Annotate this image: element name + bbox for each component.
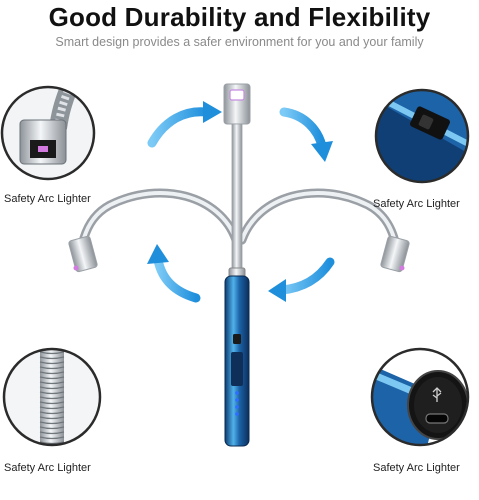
battery-led (235, 405, 239, 409)
coil-ridge (39, 366, 65, 370)
rotate-arrow-bottom-right (268, 257, 335, 302)
coil-ridge (39, 376, 65, 380)
coil-ridge (39, 416, 65, 420)
battery-led (235, 398, 239, 402)
coil-ridge (39, 351, 65, 355)
battery-led (235, 412, 239, 416)
coil-ridge (39, 401, 65, 405)
flexible-neck (231, 123, 243, 273)
callout-switch (374, 88, 470, 184)
coil-ridge (39, 381, 65, 385)
coil-ridge (39, 406, 65, 410)
battery-led (235, 391, 239, 395)
rotate-arrow-top-right (279, 107, 333, 162)
power-switch-icon (233, 334, 241, 344)
caption-switch: Safety Arc Lighter (373, 198, 460, 210)
usb-icon (432, 387, 442, 402)
callout-arc-head (0, 85, 96, 181)
subheadline: Smart design provides a safer environmen… (55, 35, 424, 49)
headline: Good Durability and Flexibility (48, 2, 431, 32)
coil-ridge (39, 361, 65, 365)
bent-neck-left (68, 188, 241, 273)
trigger-button (231, 352, 243, 386)
bent-neck-right (237, 188, 410, 273)
coil-ridge (39, 441, 65, 445)
coil-ridge (39, 431, 65, 435)
caption-arc-head: Safety Arc Lighter (4, 193, 91, 205)
caption-usb-port: Safety Arc Lighter (373, 462, 460, 474)
coil-ridge (39, 426, 65, 430)
coil-ridge (39, 391, 65, 395)
callout-usb-port (370, 347, 470, 447)
usb-c-port (425, 413, 449, 424)
coil-ridge (39, 396, 65, 400)
caption-flexible-neck: Safety Arc Lighter (4, 462, 91, 474)
battery-indicator (235, 391, 239, 416)
rotate-arrow-top-left (147, 101, 222, 148)
coil-ridge (40, 447, 64, 449)
callout-flexible-neck (2, 347, 102, 449)
arc-lighter (223, 83, 251, 447)
coil-ridge (39, 411, 65, 415)
rotate-arrow-bottom-left (147, 244, 201, 303)
coil-ridges (39, 349, 65, 449)
coil-ridge (39, 356, 65, 360)
coil-ridge (39, 386, 65, 390)
coil-ridge (39, 421, 65, 425)
coil-ridge (39, 436, 65, 440)
coil-ridge (39, 371, 65, 375)
